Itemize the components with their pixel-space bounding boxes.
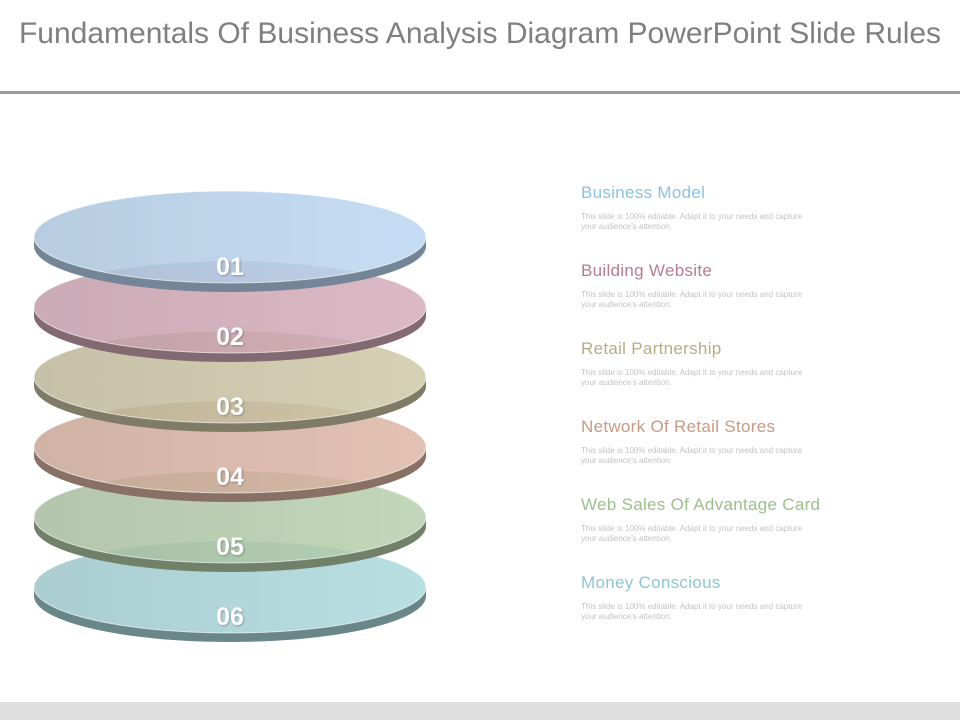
disc-top bbox=[33, 190, 427, 284]
legend-description: This slide is 100% editable. Adapt it to… bbox=[581, 446, 803, 465]
slide-title: Fundamentals Of Business Analysis Diagra… bbox=[18, 17, 942, 50]
disc-number-03: 03 bbox=[216, 393, 244, 421]
legend-description: This slide is 100% editable. Adapt it to… bbox=[581, 368, 803, 387]
disc-number-05: 05 bbox=[216, 533, 244, 561]
legend-list: Business Model This slide is 100% editab… bbox=[581, 180, 921, 648]
legend-title: Web Sales Of Advantage Card bbox=[581, 495, 821, 514]
legend-item-money-conscious: Money Conscious This slide is 100% edita… bbox=[581, 570, 921, 648]
legend-item-web-sales-of-advantage-card: Web Sales Of Advantage Card This slide i… bbox=[581, 492, 921, 570]
legend-item-building-website: Building Website This slide is 100% edit… bbox=[581, 258, 921, 336]
disc-number-04: 04 bbox=[216, 463, 244, 491]
disc-edge bbox=[34, 447, 426, 502]
legend-title: Building Website bbox=[581, 261, 713, 280]
disc-stack-graphic bbox=[33, 190, 427, 642]
title-divider bbox=[0, 91, 960, 94]
disc-01 bbox=[33, 190, 427, 292]
legend-title: Retail Partnership bbox=[581, 339, 722, 358]
legend-title: Business Model bbox=[581, 183, 706, 202]
legend-description: This slide is 100% editable. Adapt it to… bbox=[581, 524, 803, 543]
disc-number-01: 01 bbox=[216, 253, 244, 281]
legend-title: Network Of Retail Stores bbox=[581, 417, 776, 436]
disc-stack-diagram: 06 05 04 03 02 01 bbox=[0, 150, 470, 670]
disc-edge bbox=[34, 307, 426, 362]
legend-item-business-model: Business Model This slide is 100% editab… bbox=[581, 180, 921, 258]
disc-number-06: 06 bbox=[216, 603, 244, 631]
disc-edge bbox=[34, 377, 426, 432]
disc-number-02: 02 bbox=[216, 323, 244, 351]
disc-edge bbox=[34, 517, 426, 572]
legend-description: This slide is 100% editable. Adapt it to… bbox=[581, 290, 803, 309]
disc-edge bbox=[34, 587, 426, 642]
footer-band bbox=[0, 702, 960, 720]
legend-description: This slide is 100% editable. Adapt it to… bbox=[581, 602, 803, 621]
legend-item-retail-partnership: Retail Partnership This slide is 100% ed… bbox=[581, 336, 921, 414]
disc-edge bbox=[34, 237, 426, 292]
legend-item-network-of-retail-stores: Network Of Retail Stores This slide is 1… bbox=[581, 414, 921, 492]
legend-description: This slide is 100% editable. Adapt it to… bbox=[581, 212, 803, 231]
legend-title: Money Conscious bbox=[581, 573, 721, 592]
